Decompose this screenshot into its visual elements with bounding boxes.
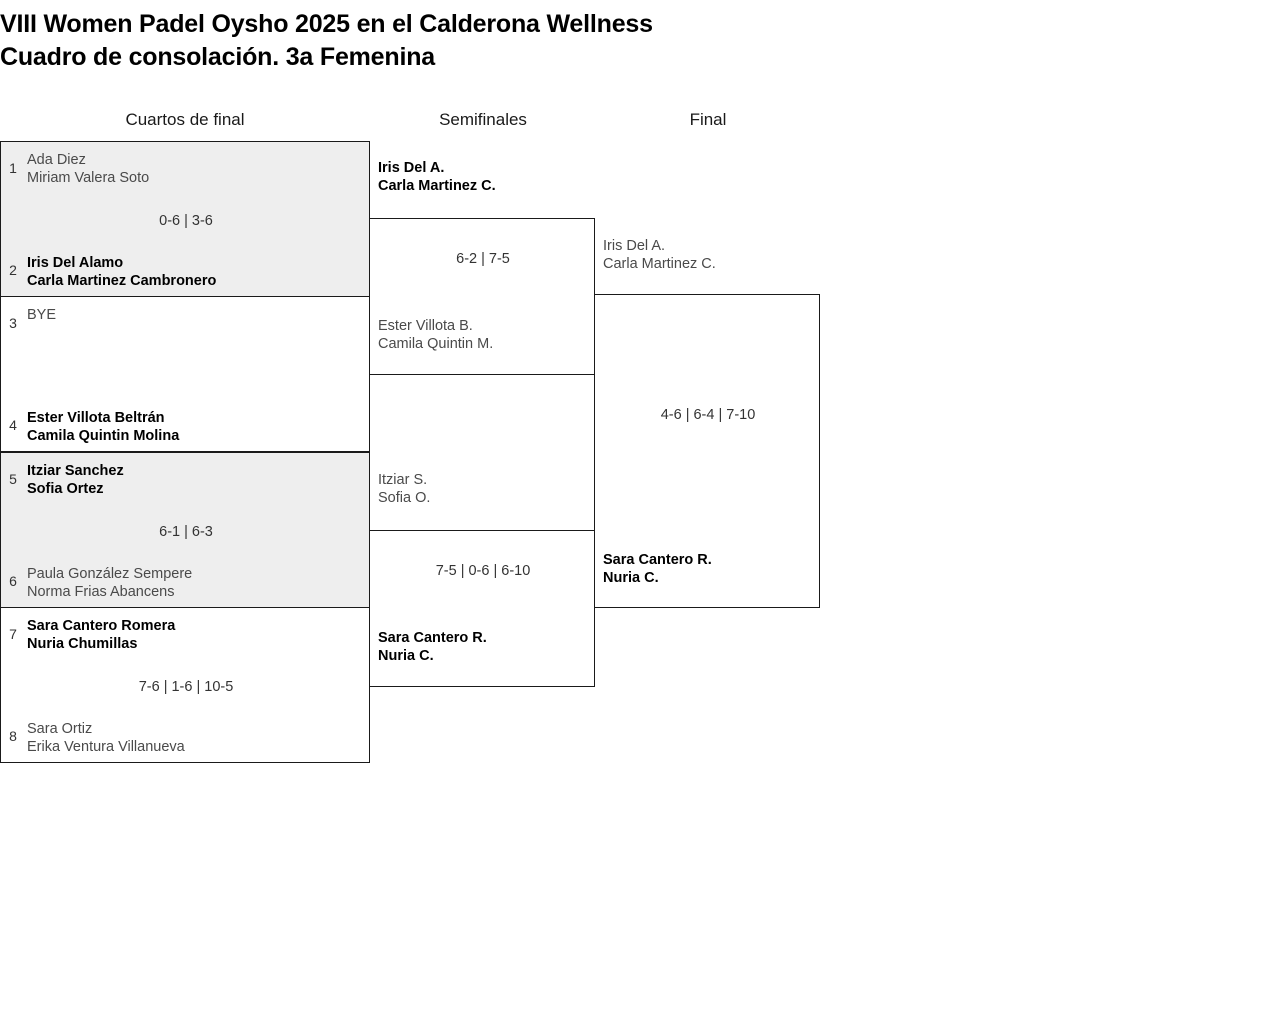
match-quarterfinal-1[interactable]: 1 2 Ada Diez Miriam Valera Soto 0-6 | 3-… bbox=[0, 141, 370, 297]
match-quarterfinal-4[interactable]: 7 8 Sara Cantero Romera Nuria Chumillas … bbox=[0, 607, 370, 763]
player-name: Camila Quintin Molina bbox=[27, 428, 180, 444]
player-name: Itziar S. bbox=[378, 472, 428, 488]
round-header-final: Final bbox=[689, 110, 727, 129]
player-name: Carla Martinez C. bbox=[378, 178, 496, 194]
seed-number: 1 bbox=[9, 160, 17, 176]
match-score: 6-1 | 6-3 bbox=[159, 524, 213, 540]
team-entry[interactable]: Sara Cantero R. Nuria C. bbox=[603, 551, 712, 587]
player-name: Erika Ventura Villanueva bbox=[27, 739, 185, 755]
round-header-quarterfinals: Cuartos de final bbox=[125, 110, 245, 129]
page-title: VIII Women Padel Oysho 2025 en el Calder… bbox=[0, 10, 653, 71]
player-name: Sara Cantero Romera bbox=[27, 618, 176, 634]
team-entry[interactable]: Sara Cantero Romera Nuria Chumillas bbox=[27, 617, 175, 653]
player-name: Sofia O. bbox=[378, 490, 431, 506]
team-entry[interactable]: Iris Del A. Carla Martinez C. bbox=[603, 237, 716, 273]
team-entry[interactable]: Itziar Sanchez Sofia Ortez bbox=[27, 462, 124, 498]
player-name: Paula González Sempere bbox=[27, 566, 193, 582]
seed-number: 4 bbox=[9, 417, 17, 433]
player-name: Sofia Ortez bbox=[27, 481, 104, 497]
player-name: Iris Del Alamo bbox=[27, 255, 124, 271]
match-semifinal-1[interactable]: Iris Del A. Carla Martinez C. 6-2 | 7-5 … bbox=[369, 160, 595, 375]
team-entry-bye: BYE bbox=[27, 306, 56, 324]
team-entry[interactable]: Sara Ortiz Erika Ventura Villanueva bbox=[27, 720, 185, 756]
team-entry[interactable]: Iris Del A. Carla Martinez C. bbox=[378, 159, 496, 195]
team-entry[interactable]: Ester Villota B. Camila Quintin M. bbox=[378, 317, 493, 353]
seed-number: 5 bbox=[9, 471, 17, 487]
player-name: Iris Del A. bbox=[603, 238, 666, 254]
player-name: Ester Villota B. bbox=[378, 318, 473, 334]
player-name: Carla Martinez Cambronero bbox=[27, 273, 217, 289]
player-name: Sara Cantero R. bbox=[603, 552, 712, 568]
match-score: 6-2 | 7-5 bbox=[456, 251, 510, 267]
player-name: Nuria Chumillas bbox=[27, 636, 138, 652]
team-entry[interactable]: Ester Villota Beltrán Camila Quintin Mol… bbox=[27, 409, 179, 445]
player-name: Iris Del A. bbox=[378, 160, 445, 176]
seed-number: 3 bbox=[9, 315, 17, 331]
player-name: Carla Martinez C. bbox=[603, 256, 716, 272]
player-name: Ester Villota Beltrán bbox=[27, 410, 165, 426]
player-name: Norma Frias Abancens bbox=[27, 584, 175, 600]
match-score: 7-6 | 1-6 | 10-5 bbox=[138, 679, 234, 695]
player-name: Nuria C. bbox=[378, 648, 434, 664]
match-final[interactable]: Iris Del A. Carla Martinez C. 4-6 | 6-4 … bbox=[594, 238, 820, 608]
team-entry[interactable]: Ada Diez Miriam Valera Soto bbox=[27, 151, 149, 187]
match-semifinal-2[interactable]: Itziar S. Sofia O. 7-5 | 0-6 | 6-10 Sara… bbox=[369, 472, 595, 687]
player-name: Ada Diez bbox=[27, 152, 86, 168]
match-score: 4-6 | 6-4 | 7-10 bbox=[660, 407, 756, 423]
seed-number: 2 bbox=[9, 262, 17, 278]
team-entry[interactable]: Sara Cantero R. Nuria C. bbox=[378, 629, 487, 665]
match-quarterfinal-3[interactable]: 5 6 Itziar Sanchez Sofia Ortez 6-1 | 6-3… bbox=[0, 452, 370, 608]
player-name: Sara Cantero R. bbox=[378, 630, 487, 646]
player-name: BYE bbox=[27, 307, 57, 323]
match-score: 7-5 | 0-6 | 6-10 bbox=[435, 563, 531, 579]
match-score: 0-6 | 3-6 bbox=[159, 213, 213, 229]
team-entry[interactable]: Iris Del Alamo Carla Martinez Cambronero bbox=[27, 254, 216, 290]
player-name: Itziar Sanchez bbox=[27, 463, 124, 479]
seed-number: 8 bbox=[9, 728, 17, 744]
player-name: Camila Quintin M. bbox=[378, 336, 494, 352]
team-entry[interactable]: Paula González Sempere Norma Frias Abanc… bbox=[27, 565, 192, 601]
match-quarterfinal-2[interactable]: 3 4 BYE Ester Villota Beltrán Camila Qui… bbox=[0, 296, 370, 452]
player-name: Nuria C. bbox=[603, 570, 659, 586]
player-name: Miriam Valera Soto bbox=[27, 170, 150, 186]
seed-number: 6 bbox=[9, 573, 17, 589]
seed-number: 7 bbox=[9, 626, 17, 642]
team-entry[interactable]: Itziar S. Sofia O. bbox=[378, 471, 430, 507]
round-header-semifinals: Semifinales bbox=[439, 110, 527, 129]
player-name: Sara Ortiz bbox=[27, 721, 93, 737]
